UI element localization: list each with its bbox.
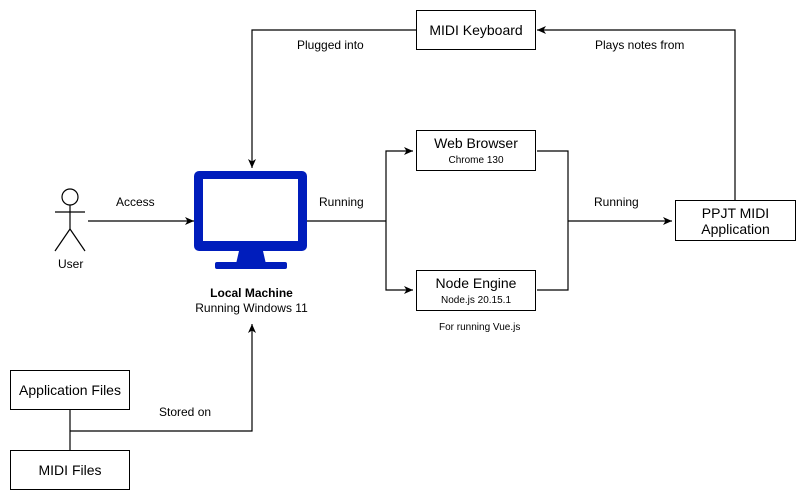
midi-files-node: MIDI Files <box>10 450 130 490</box>
user-icon <box>54 188 86 252</box>
monitor-icon <box>194 171 307 269</box>
label-access: Access <box>116 195 155 209</box>
label-running-left: Running <box>319 195 364 209</box>
node-engine-label: Node Engine <box>435 274 517 291</box>
local-machine-title: Local Machine <box>210 286 293 300</box>
local-machine-caption: Local Machine Running Windows 11 <box>180 286 323 316</box>
edge-stored-on <box>70 324 256 432</box>
application-files-node: Application Files <box>10 370 130 410</box>
edge-plugged-into <box>248 29 416 168</box>
edge-from-browser <box>537 150 569 221</box>
label-plays-notes-from: Plays notes from <box>595 38 685 52</box>
ppjt-app-node: PPJT MIDI Application <box>675 200 796 241</box>
midi-keyboard-node: MIDI Keyboard <box>416 10 536 50</box>
edge-to-node <box>385 221 413 294</box>
edge-plays-notes-from <box>537 26 736 200</box>
label-plugged-into: Plugged into <box>297 38 364 52</box>
edge-to-browser <box>385 147 413 221</box>
midi-files-label: MIDI Files <box>38 462 102 478</box>
node-engine-note: For running Vue.js <box>439 321 521 335</box>
web-browser-node: Web Browser Chrome 130 <box>416 130 536 171</box>
label-stored-on: Stored on <box>159 405 212 419</box>
ppjt-app-label: PPJT MIDI Application <box>701 204 770 237</box>
label-running-right: Running <box>594 195 639 209</box>
user-label: User <box>58 257 84 271</box>
local-machine-subtitle: Running Windows 11 <box>195 301 308 315</box>
web-browser-label: Web Browser <box>434 134 518 151</box>
midi-keyboard-label: MIDI Keyboard <box>429 22 523 38</box>
node-engine-node: Node Engine Node.js 20.15.1 <box>416 270 536 311</box>
node-engine-version: Node.js 20.15.1 <box>440 294 512 306</box>
application-files-label: Application Files <box>19 382 121 398</box>
web-browser-version: Chrome 130 <box>448 154 504 166</box>
edge-from-node <box>537 221 569 291</box>
